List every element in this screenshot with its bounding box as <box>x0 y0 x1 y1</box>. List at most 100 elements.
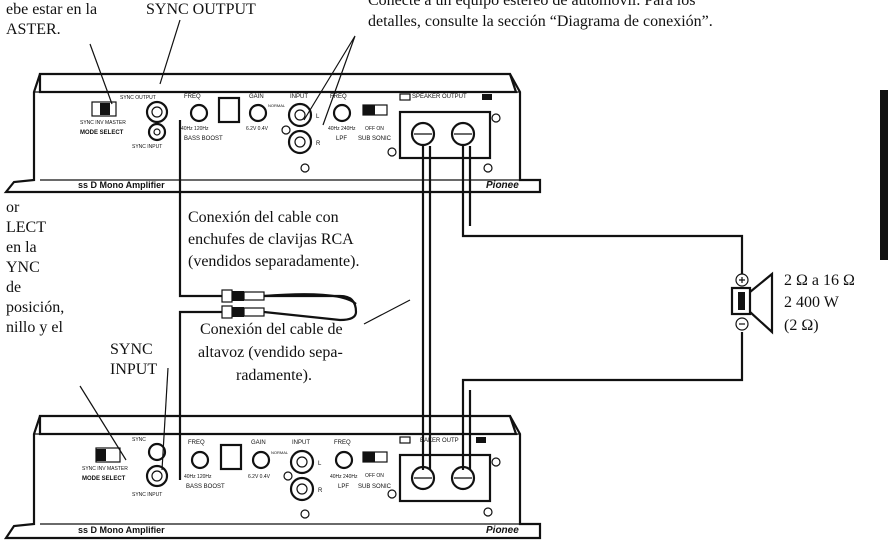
left-fragment-2: LECT <box>6 219 46 236</box>
bass-freq-label: FREQ <box>188 440 205 446</box>
bass-freq-knob[interactable] <box>190 450 210 470</box>
rca-loop-cable <box>263 294 358 322</box>
input-l-label: L <box>316 114 320 120</box>
minus-icon <box>735 317 749 331</box>
plus-icon <box>476 437 486 443</box>
sync-input-leader-line <box>161 367 169 471</box>
rca-input-r-jack[interactable] <box>289 476 315 502</box>
bass-boost-remote-port[interactable] <box>217 96 241 124</box>
speaker-cable-callout-line3: radamente). <box>236 367 312 384</box>
rca-input-l-jack[interactable] <box>289 449 315 475</box>
mode-select-options-label: SYNC INV MASTER <box>80 120 126 126</box>
gain-range-label: 6.2V 0.4V <box>246 126 269 132</box>
screw-icon <box>300 163 310 173</box>
mode-select-leader-line <box>79 385 127 461</box>
speaker-terminal-block <box>398 453 492 503</box>
mode-select-switch[interactable] <box>91 101 117 117</box>
gain-normal-label: NORMAL <box>268 103 286 108</box>
speaker-cable-callout-line2: altavoz (vendido sepa- <box>198 344 343 361</box>
lpf-range-label: 40Hz 240Hz <box>330 474 358 480</box>
speaker-output-label: SPEAKER OUTPUT <box>412 94 467 100</box>
input-label: INPUT <box>290 94 308 100</box>
sync-cable-top <box>178 120 222 298</box>
input-r-label: R <box>318 488 323 494</box>
screw-icon <box>387 147 397 157</box>
lpf-freq-knob[interactable] <box>334 450 354 470</box>
master-callout-line2: ASTER. <box>6 21 61 38</box>
rca-input-leader-line <box>303 35 356 126</box>
sync-input-label: SYNC INPUT <box>132 492 162 498</box>
car-stereo-callout-line1: Conecte a un equipo estéreo de automóvil… <box>368 0 695 9</box>
plus-icon <box>735 273 749 287</box>
rca-input-l-jack[interactable] <box>287 102 313 128</box>
screw-icon <box>300 509 310 519</box>
speaker-terminal-plus[interactable] <box>450 465 476 491</box>
lpf-freq-label: FREQ <box>334 440 351 446</box>
lpf-label: LPF <box>338 484 349 490</box>
sync-output-callout: SYNC OUTPUT <box>146 1 256 18</box>
gain-label: GAIN <box>251 440 266 446</box>
speaker-cable-callout-line1: Conexión del cable de <box>200 321 343 338</box>
gain-label: GAIN <box>249 94 264 100</box>
gain-range-label: 6.2V 0.4V <box>248 474 271 480</box>
brand-logo: Pionee <box>486 525 519 536</box>
bass-freq-knob[interactable] <box>189 103 209 123</box>
bass-boost-remote-port[interactable] <box>219 443 243 471</box>
left-fragment-7: nillo y el <box>6 319 63 336</box>
sync-label: SYNC <box>132 437 146 443</box>
input-l-label: L <box>318 461 322 467</box>
sync-cable-bottom <box>178 310 222 480</box>
left-fragment-1: or <box>6 199 20 216</box>
sub-sonic-label: SUB SONIC <box>358 484 392 490</box>
left-fragment-4: YNC <box>6 259 40 276</box>
screw-icon <box>283 471 293 481</box>
speaker-cable-leader-line <box>363 299 411 325</box>
screw-icon <box>387 489 397 499</box>
screw-icon <box>281 125 291 135</box>
speaker-terminal-block <box>398 110 492 160</box>
gain-knob[interactable] <box>248 103 268 123</box>
lpf-range-label: 40Hz 240Hz <box>328 126 356 132</box>
bass-freq-label: FREQ <box>184 94 201 100</box>
rca-callout-line3: (vendidos separadamente). <box>188 253 359 270</box>
speaker-impedance-label: 2 Ω a 16 Ω <box>784 272 855 289</box>
gain-normal-label: NORMAL <box>271 450 289 455</box>
left-instruction-fragments: or LECT en la YNC de posición, nillo y e… <box>6 199 64 336</box>
left-fragment-3: en la <box>6 239 37 256</box>
sub-sonic-off-on-label: OFF ON <box>365 473 384 479</box>
speaker-terminal-minus[interactable] <box>410 121 436 147</box>
plus-icon <box>482 94 492 100</box>
amplifier-bottom: SYNC INV MASTER MODE SELECT SYNC SYNC IN… <box>3 414 542 540</box>
bass-boost-label: BASS BOOST <box>186 484 225 490</box>
lpf-label: LPF <box>336 136 347 142</box>
sub-sonic-off-on-label: OFF ON <box>365 126 384 132</box>
master-callout-line1: ebe estar en la <box>6 1 97 18</box>
sync-input-jack[interactable] <box>145 464 169 488</box>
sync-input-jack[interactable] <box>147 122 167 142</box>
bass-boost-label: BASS BOOST <box>184 136 223 142</box>
speaker-terminal-minus[interactable] <box>410 465 436 491</box>
rca-plug-icon <box>221 289 265 319</box>
screw-icon <box>483 507 493 517</box>
model-label: ss D Mono Amplifier <box>78 180 165 190</box>
sync-output-jack[interactable] <box>145 100 169 124</box>
speaker-terminal-plus[interactable] <box>450 121 476 147</box>
screw-icon <box>491 457 501 467</box>
lpf-freq-knob[interactable] <box>332 103 352 123</box>
speaker-cable-plus-bottom <box>461 332 744 470</box>
rca-input-r-jack[interactable] <box>287 129 313 155</box>
gain-knob[interactable] <box>251 450 271 470</box>
minus-icon <box>399 436 411 444</box>
sync-input-callout-line1: SYNC <box>110 341 153 358</box>
sync-input-label: SYNC INPUT <box>132 144 162 150</box>
screw-icon <box>491 113 501 123</box>
left-fragment-6: posición, <box>6 299 64 316</box>
bass-freq-range: 40Hz 120Hz <box>184 474 212 480</box>
sync-input-callout-line2: INPUT <box>110 361 157 378</box>
sync-output-label: SYNC OUTPUT <box>120 95 156 101</box>
mode-select-label: MODE SELECT <box>80 130 124 136</box>
lpf-freq-label: FREQ <box>330 94 347 100</box>
sync-output-jack[interactable] <box>147 442 167 462</box>
mode-select-options-label: SYNC INV MASTER <box>82 466 128 472</box>
